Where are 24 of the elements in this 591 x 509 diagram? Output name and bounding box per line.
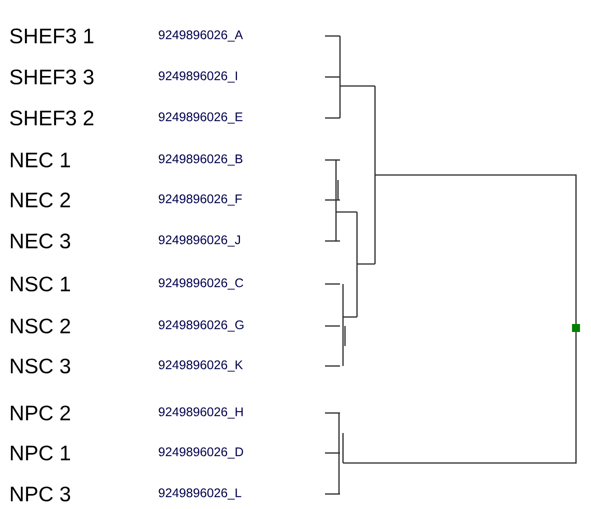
sample-name: SHEF3 2 bbox=[10, 110, 94, 126]
sample-id: 9249896026_C bbox=[158, 278, 244, 290]
sample-name: NSC 3 bbox=[10, 358, 70, 374]
sample-name: NSC 2 bbox=[10, 318, 70, 334]
sample-name: NEC 1 bbox=[10, 152, 70, 168]
sample-id: 9249896026_F bbox=[158, 194, 242, 206]
sample-name: NPC 2 bbox=[10, 406, 70, 420]
sample-id: 9249896026_D bbox=[158, 447, 244, 459]
sample-id: 9249896026_K bbox=[158, 360, 243, 372]
sample-id: 9249896026_A bbox=[158, 30, 243, 42]
sample-name: NSC 1 bbox=[10, 276, 70, 292]
sample-name: SHEF3 1 bbox=[10, 28, 94, 44]
sample-id: 9249896026_E bbox=[158, 112, 242, 124]
sample-name: NEC 2 bbox=[10, 192, 70, 208]
sample-id: 9249896026_B bbox=[158, 154, 242, 166]
sample-name: NEC 3 bbox=[10, 234, 70, 248]
sample-id: 9249896026_G bbox=[158, 320, 244, 332]
sample-name: SHEF3 3 bbox=[10, 70, 94, 84]
sample-id: 9249896026_J bbox=[158, 235, 240, 247]
sample-name: NPC 3 bbox=[10, 486, 70, 502]
sample-id: 9249896026_I bbox=[158, 71, 237, 83]
sample-id: 9249896026_L bbox=[158, 488, 242, 500]
sample-name: NPC 1 bbox=[10, 446, 70, 460]
sample-id: 9249896026_H bbox=[158, 407, 243, 419]
